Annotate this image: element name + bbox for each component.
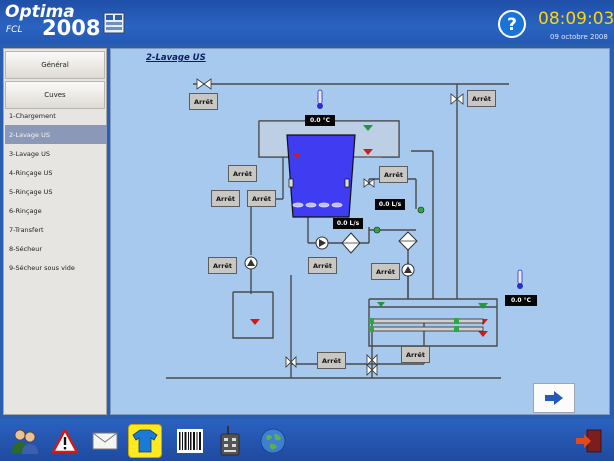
stop-button-tank-3[interactable]: Arrêt bbox=[247, 190, 276, 207]
flow-readout-2: 0.0 L/s bbox=[375, 199, 405, 210]
barcode-icon[interactable] bbox=[173, 424, 207, 458]
process-diagram bbox=[166, 78, 523, 379]
sidebar-item-8[interactable]: 8-Sécheur bbox=[9, 244, 43, 253]
stop-button-drain[interactable]: Arrêt bbox=[317, 352, 346, 369]
sidebar: Général Cuves 1-Chargement 2-Lavage US 3… bbox=[3, 48, 107, 415]
tshirt-icon[interactable] bbox=[128, 424, 162, 458]
remote-icon[interactable] bbox=[213, 424, 247, 458]
stop-button-heater[interactable]: Arrêt bbox=[379, 166, 408, 183]
page-title: 2-Lavage US bbox=[146, 53, 206, 63]
stop-button-inlet[interactable]: Arrêt bbox=[189, 93, 218, 110]
sidebar-item-9[interactable]: 9-Sécheur sous vide bbox=[9, 263, 75, 272]
svg-text:?: ? bbox=[507, 15, 517, 35]
app-sub: FCL bbox=[6, 25, 23, 35]
general-button[interactable]: Général bbox=[5, 51, 105, 79]
app-year: 2008 bbox=[42, 16, 101, 40]
users-icon[interactable] bbox=[8, 424, 42, 458]
mail-icon[interactable] bbox=[88, 424, 122, 458]
process-panel: 2-Lavage US bbox=[110, 48, 610, 415]
sidebar-item-7[interactable]: 7-Transfert bbox=[9, 225, 44, 234]
stop-button-tank-1[interactable]: Arrêt bbox=[228, 165, 257, 182]
sidebar-item-2[interactable]: 2-Lavage US bbox=[5, 125, 107, 144]
help-icon[interactable]: ? bbox=[498, 10, 526, 38]
globe-icon[interactable] bbox=[256, 424, 290, 458]
stop-button-pump-center[interactable]: Arrêt bbox=[308, 257, 337, 274]
sidebar-item-6[interactable]: 6-Rinçage bbox=[9, 206, 42, 215]
cuves-button[interactable]: Cuves bbox=[5, 81, 105, 109]
date: 09 octobre 2008 bbox=[550, 33, 608, 41]
header-bar: Optima FCL 2008 ? 08:09:03 09 octobre 20… bbox=[0, 0, 614, 44]
stop-button-pump-left[interactable]: Arrêt bbox=[208, 257, 237, 274]
app-name: Optima bbox=[5, 2, 75, 22]
stop-button-tank-2[interactable]: Arrêt bbox=[211, 190, 240, 207]
next-button[interactable] bbox=[533, 383, 575, 413]
temperature-readout-main: 0.0 °C bbox=[305, 115, 335, 126]
flow-readout-1: 0.0 L/s bbox=[333, 218, 363, 229]
sidebar-item-4[interactable]: 4-Rinçage US bbox=[9, 168, 53, 177]
stop-button-pump-right[interactable]: Arrêt bbox=[371, 263, 400, 280]
arrow-right-icon bbox=[545, 391, 563, 405]
sidebar-item-5[interactable]: 5-Rinçage US bbox=[9, 187, 53, 196]
stop-button-top-right[interactable]: Arrêt bbox=[467, 90, 496, 107]
bottom-toolbar bbox=[0, 419, 614, 461]
warning-icon[interactable] bbox=[48, 424, 82, 458]
clock: 08:09:03 bbox=[538, 9, 614, 29]
stop-button-bottom-right[interactable]: Arrêt bbox=[401, 346, 430, 363]
sidebar-item-3[interactable]: 3-Lavage US bbox=[9, 149, 50, 158]
temperature-readout-right: 0.0 °C bbox=[505, 295, 537, 306]
sidebar-item-1[interactable]: 1-Chargement bbox=[9, 111, 56, 120]
app-grid-icon[interactable] bbox=[103, 12, 125, 34]
exit-icon[interactable] bbox=[572, 424, 606, 458]
